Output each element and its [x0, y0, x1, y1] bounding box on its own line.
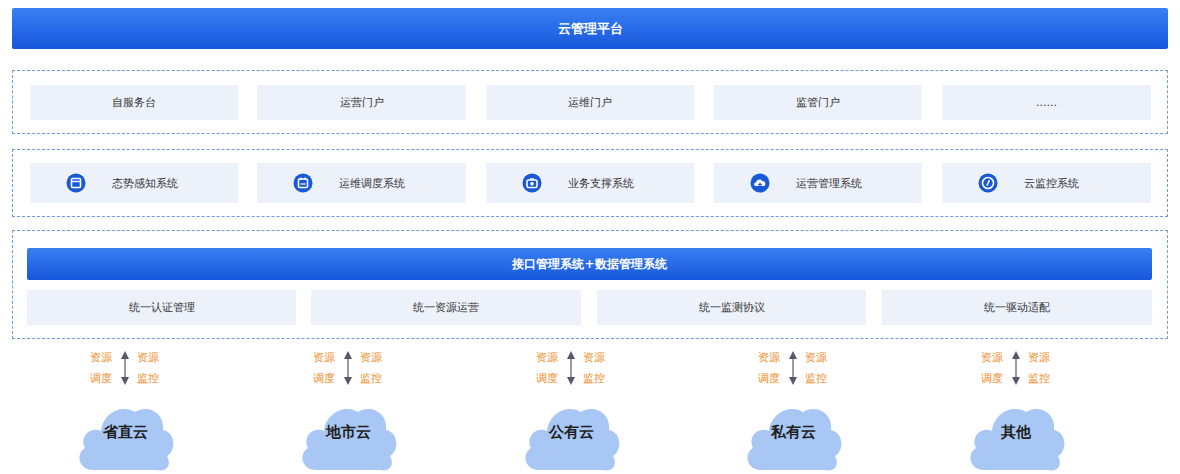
node-text: 统一认证管理 [129, 300, 195, 315]
system-box: 态势感知系统 [30, 163, 238, 203]
node-text: 其他 [1001, 423, 1031, 442]
monitor-label: 资源 监控 [582, 347, 606, 389]
node-text: 统一监测协议 [699, 300, 765, 315]
label-box: 统一认证管理 [27, 290, 296, 325]
cloud-node: 私有云 [741, 396, 845, 474]
cloud-node: 其他 [964, 396, 1068, 474]
node-text: 运维门户 [568, 95, 612, 110]
node-text: 云监控系统 [1024, 176, 1079, 191]
system-box: 运维调度系统 [257, 163, 466, 203]
monitor-label: 资源 监控 [1027, 347, 1051, 389]
system-icon [522, 173, 542, 193]
schedule-label: 资源 调度 [312, 347, 336, 389]
cloud-node: 公有云 [519, 396, 623, 474]
monitor-label: 资源 监控 [136, 347, 160, 389]
schedule-label: 资源 调度 [535, 347, 559, 389]
schedule-label: 资源 调度 [757, 347, 781, 389]
header-band: 云管理平台 [12, 8, 1168, 49]
cloud-node: 地市云 [296, 396, 400, 474]
node-text: 业务支撑系统 [568, 176, 634, 191]
schedule-label: 资源 调度 [980, 347, 1004, 389]
node-text: 监管门户 [796, 95, 840, 110]
node-text: 省直云 [103, 423, 148, 442]
system-icon [750, 173, 770, 193]
label-box: 运营门户 [257, 85, 466, 120]
label-box: 监管门户 [714, 85, 922, 120]
node-text: 运营门户 [340, 95, 384, 110]
node-text: 统一驱动适配 [984, 300, 1050, 315]
label-box: 自服务台 [30, 85, 238, 120]
node-text: 统一资源运营 [413, 300, 479, 315]
system-box: 业务支撑系统 [486, 163, 694, 203]
system-icon [293, 173, 313, 193]
label-box: 统一监测协议 [597, 290, 866, 325]
node-text: 运营管理系统 [796, 176, 862, 191]
node-text: 接口管理系统+数据管理系统 [512, 256, 666, 273]
label-box: 统一资源运营 [311, 290, 581, 325]
node-text: 运维调度系统 [339, 176, 405, 191]
monitor-label: 资源 监控 [804, 347, 828, 389]
node-text: 云管理平台 [558, 20, 623, 38]
node-text: 私有云 [771, 423, 816, 442]
node-text: ...... [1036, 96, 1057, 109]
label-box: 运维门户 [486, 85, 694, 120]
node-text: 态势感知系统 [112, 176, 178, 191]
label-box: 统一驱动适配 [882, 290, 1152, 325]
system-box: 运营管理系统 [714, 163, 922, 203]
schedule-label: 资源 调度 [89, 347, 113, 389]
node-text: 地市云 [326, 423, 371, 442]
cloud-node: 省直云 [73, 396, 177, 474]
system-icon [66, 173, 86, 193]
node-text: 公有云 [549, 423, 594, 442]
header-band: 接口管理系统+数据管理系统 [27, 248, 1152, 280]
system-box: 云监控系统 [942, 163, 1151, 203]
system-icon [978, 173, 998, 193]
label-box: ...... [942, 85, 1151, 120]
monitor-label: 资源 监控 [359, 347, 383, 389]
node-text: 自服务台 [112, 95, 156, 110]
